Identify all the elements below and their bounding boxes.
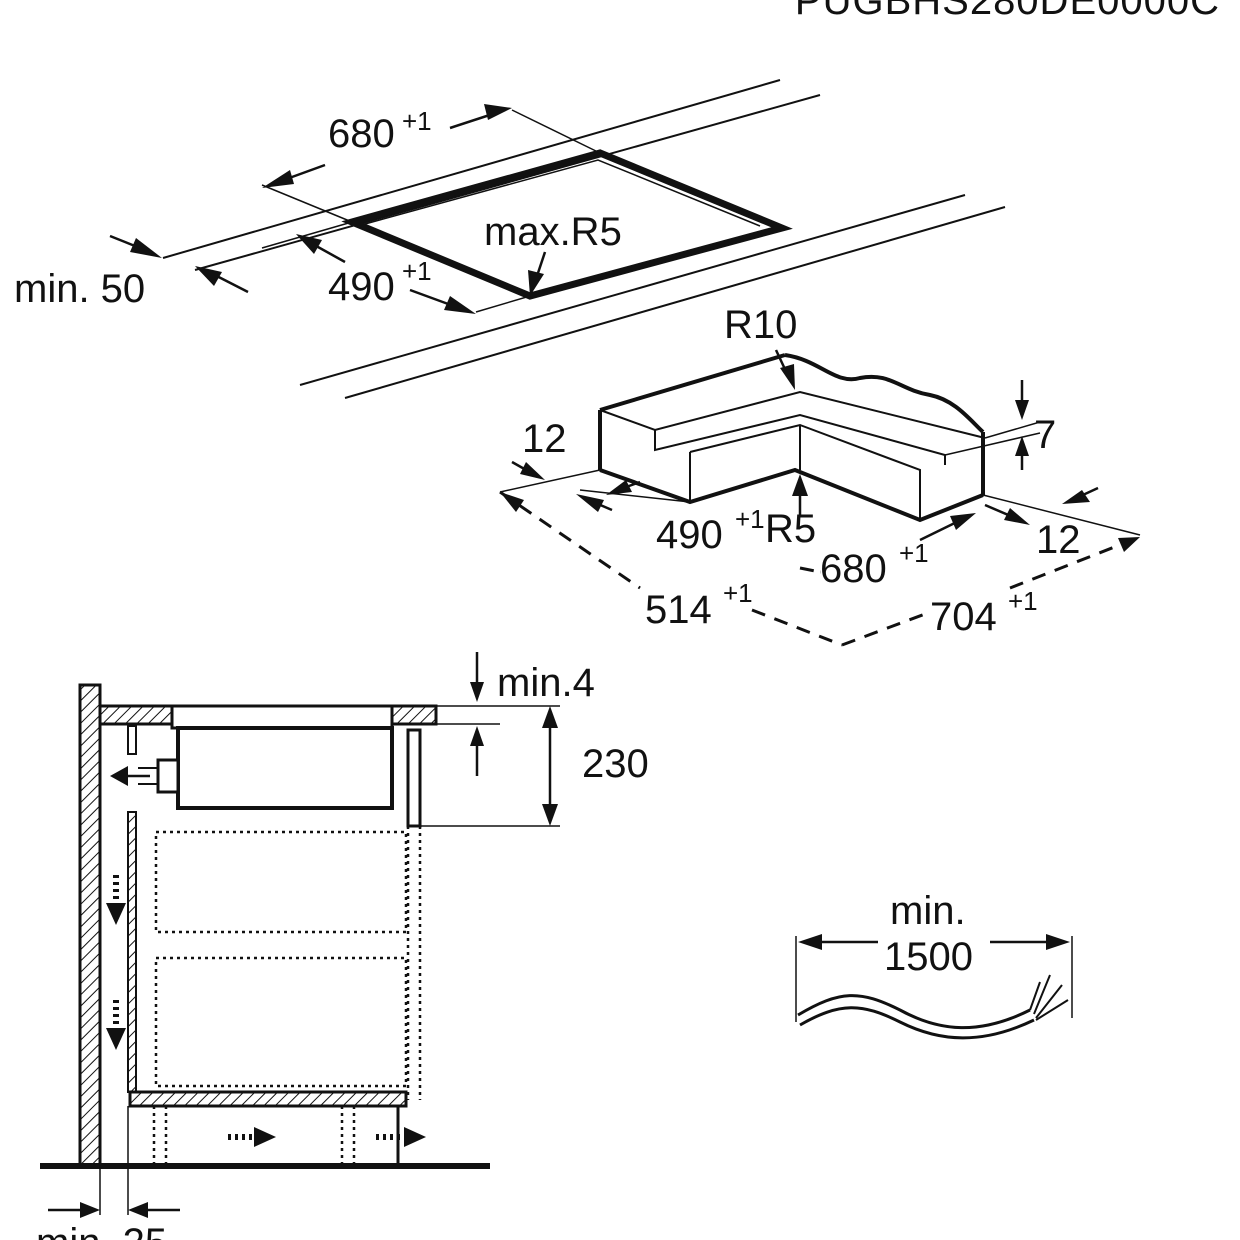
frame-outer-depth-tol: +1 [723,578,753,608]
flush-mount-frame-view: R10 R5 7 12 490 +1 680 +1 [499,303,1141,647]
rebate-depth-label: 7 [1034,413,1056,457]
rear-gap-label: min. 25 [36,1221,167,1240]
frame-outer-width-tol: +1 [1008,586,1038,616]
frame-inner-depth-tol: +1 [735,504,765,534]
cutout-depth-value: 490 [328,265,395,309]
model-code: PUGBHS280DE0000C [795,0,1220,23]
cable-min-label: min. [890,889,966,933]
inner-radius-label: R5 [765,507,816,551]
airflow-arrows [106,875,426,1147]
cutout-depth-tol: +1 [402,256,432,286]
right-offset-label: 12 [1036,518,1081,562]
cutout-width-tol: +1 [402,106,432,136]
frame-outer-width-value: 704 [930,595,997,639]
min-edge-distance-label: min. 50 [14,267,145,311]
worktop-cutout-view: 680 +1 490 +1 max.R5 min. 50 [14,79,1006,399]
cutout-outline [341,149,793,300]
installation-height-label: 230 [582,742,649,786]
frame-inner-depth-value: 490 [656,513,723,557]
frame-inner-width-value: 680 [820,547,887,591]
power-cable-view: min. 1500 [795,889,1073,1040]
min-gap-label: min.4 [497,661,595,705]
cable-length-label: 1500 [884,935,973,979]
left-offset-label: 12 [522,417,567,461]
cutout-width-value: 680 [328,112,395,156]
corner-radius-label: max.R5 [484,210,622,254]
frame-inner-width-tol: +1 [899,538,929,568]
outer-radius-label: R10 [724,303,797,347]
frame-outer-depth-value: 514 [645,588,712,632]
cabinet-side-view: min.4 230 min. 25 [36,652,649,1240]
